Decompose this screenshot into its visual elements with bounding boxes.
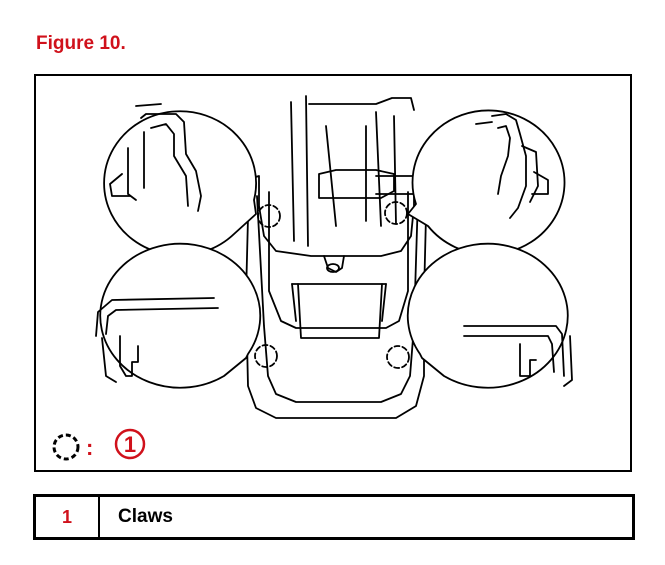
figure-title: Figure 10. bbox=[36, 33, 126, 54]
legend-label: Claws bbox=[118, 506, 173, 527]
zoom-callout-upper-left bbox=[103, 103, 257, 257]
zoom-callout-upper-right bbox=[407, 109, 566, 256]
dashed-circle-icon bbox=[52, 433, 80, 461]
console-panel-outline bbox=[245, 95, 429, 419]
zoom-callout-lower-left bbox=[95, 242, 262, 389]
legend-table: 1 Claws bbox=[33, 494, 635, 540]
zoom-callout-lower-right bbox=[406, 242, 573, 389]
diagram-frame: : 1 bbox=[34, 74, 632, 472]
legend-number: 1 bbox=[36, 497, 100, 537]
callout-number: 1 bbox=[124, 432, 136, 457]
callout-separator: : bbox=[86, 435, 93, 460]
claw-legend-symbol: : 1 bbox=[52, 428, 146, 461]
callout-number-circle bbox=[114, 428, 146, 460]
claw-markers bbox=[254, 201, 410, 369]
console-panel-diagram: : 1 bbox=[52, 95, 573, 461]
